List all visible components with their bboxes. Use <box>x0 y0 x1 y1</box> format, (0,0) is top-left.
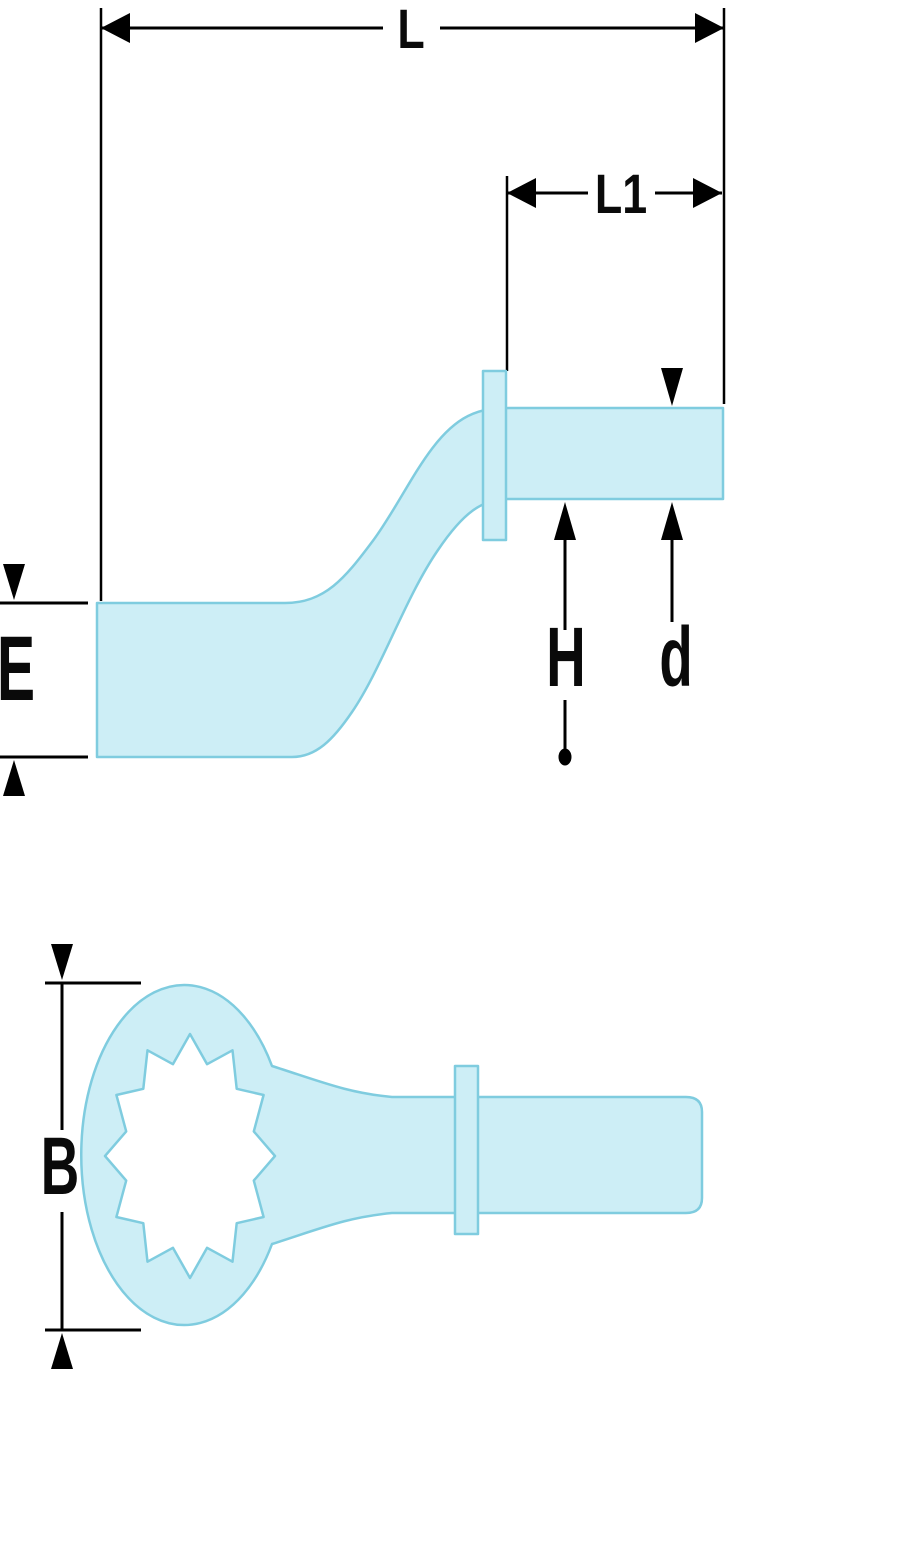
dimension-H: H <box>546 502 586 766</box>
top-view: B <box>41 944 704 1369</box>
wrench-top-profile <box>79 983 704 1327</box>
arrowhead-down-icon <box>51 944 73 980</box>
wrench-side-profile <box>95 406 725 759</box>
side-view: L L1 E H <box>0 0 726 796</box>
collar-top <box>453 1064 480 1236</box>
dim-label-B: B <box>41 1119 79 1211</box>
dim-label-H: H <box>546 611 585 705</box>
dim-label-L: L <box>397 0 424 60</box>
dimension-L: L <box>99 0 726 601</box>
arrowhead-down-icon <box>3 564 25 600</box>
arrowhead-down-icon <box>661 368 683 406</box>
dimension-L1: L1 <box>505 162 722 371</box>
arrowhead-up-icon <box>3 760 25 796</box>
ring-hole-12-point <box>103 1032 277 1280</box>
arrowhead-up-icon <box>661 502 683 540</box>
arrowhead-up-icon <box>51 1333 73 1369</box>
dimension-d: d <box>659 368 693 705</box>
dim-label-E: E <box>0 618 35 720</box>
dimension-B: B <box>41 944 141 1369</box>
arrowhead-up-icon <box>554 502 576 540</box>
arrowhead-right-icon <box>695 13 724 43</box>
arrowhead-right-icon <box>693 178 722 208</box>
dim-label-L1: L1 <box>595 162 647 225</box>
dim-label-d: d <box>659 611 692 705</box>
baseline-dot-icon <box>558 748 572 766</box>
arrowhead-left-icon <box>101 13 130 43</box>
dimension-E: E <box>0 564 88 796</box>
arrowhead-left-icon <box>507 178 536 208</box>
collar-side <box>481 369 508 542</box>
